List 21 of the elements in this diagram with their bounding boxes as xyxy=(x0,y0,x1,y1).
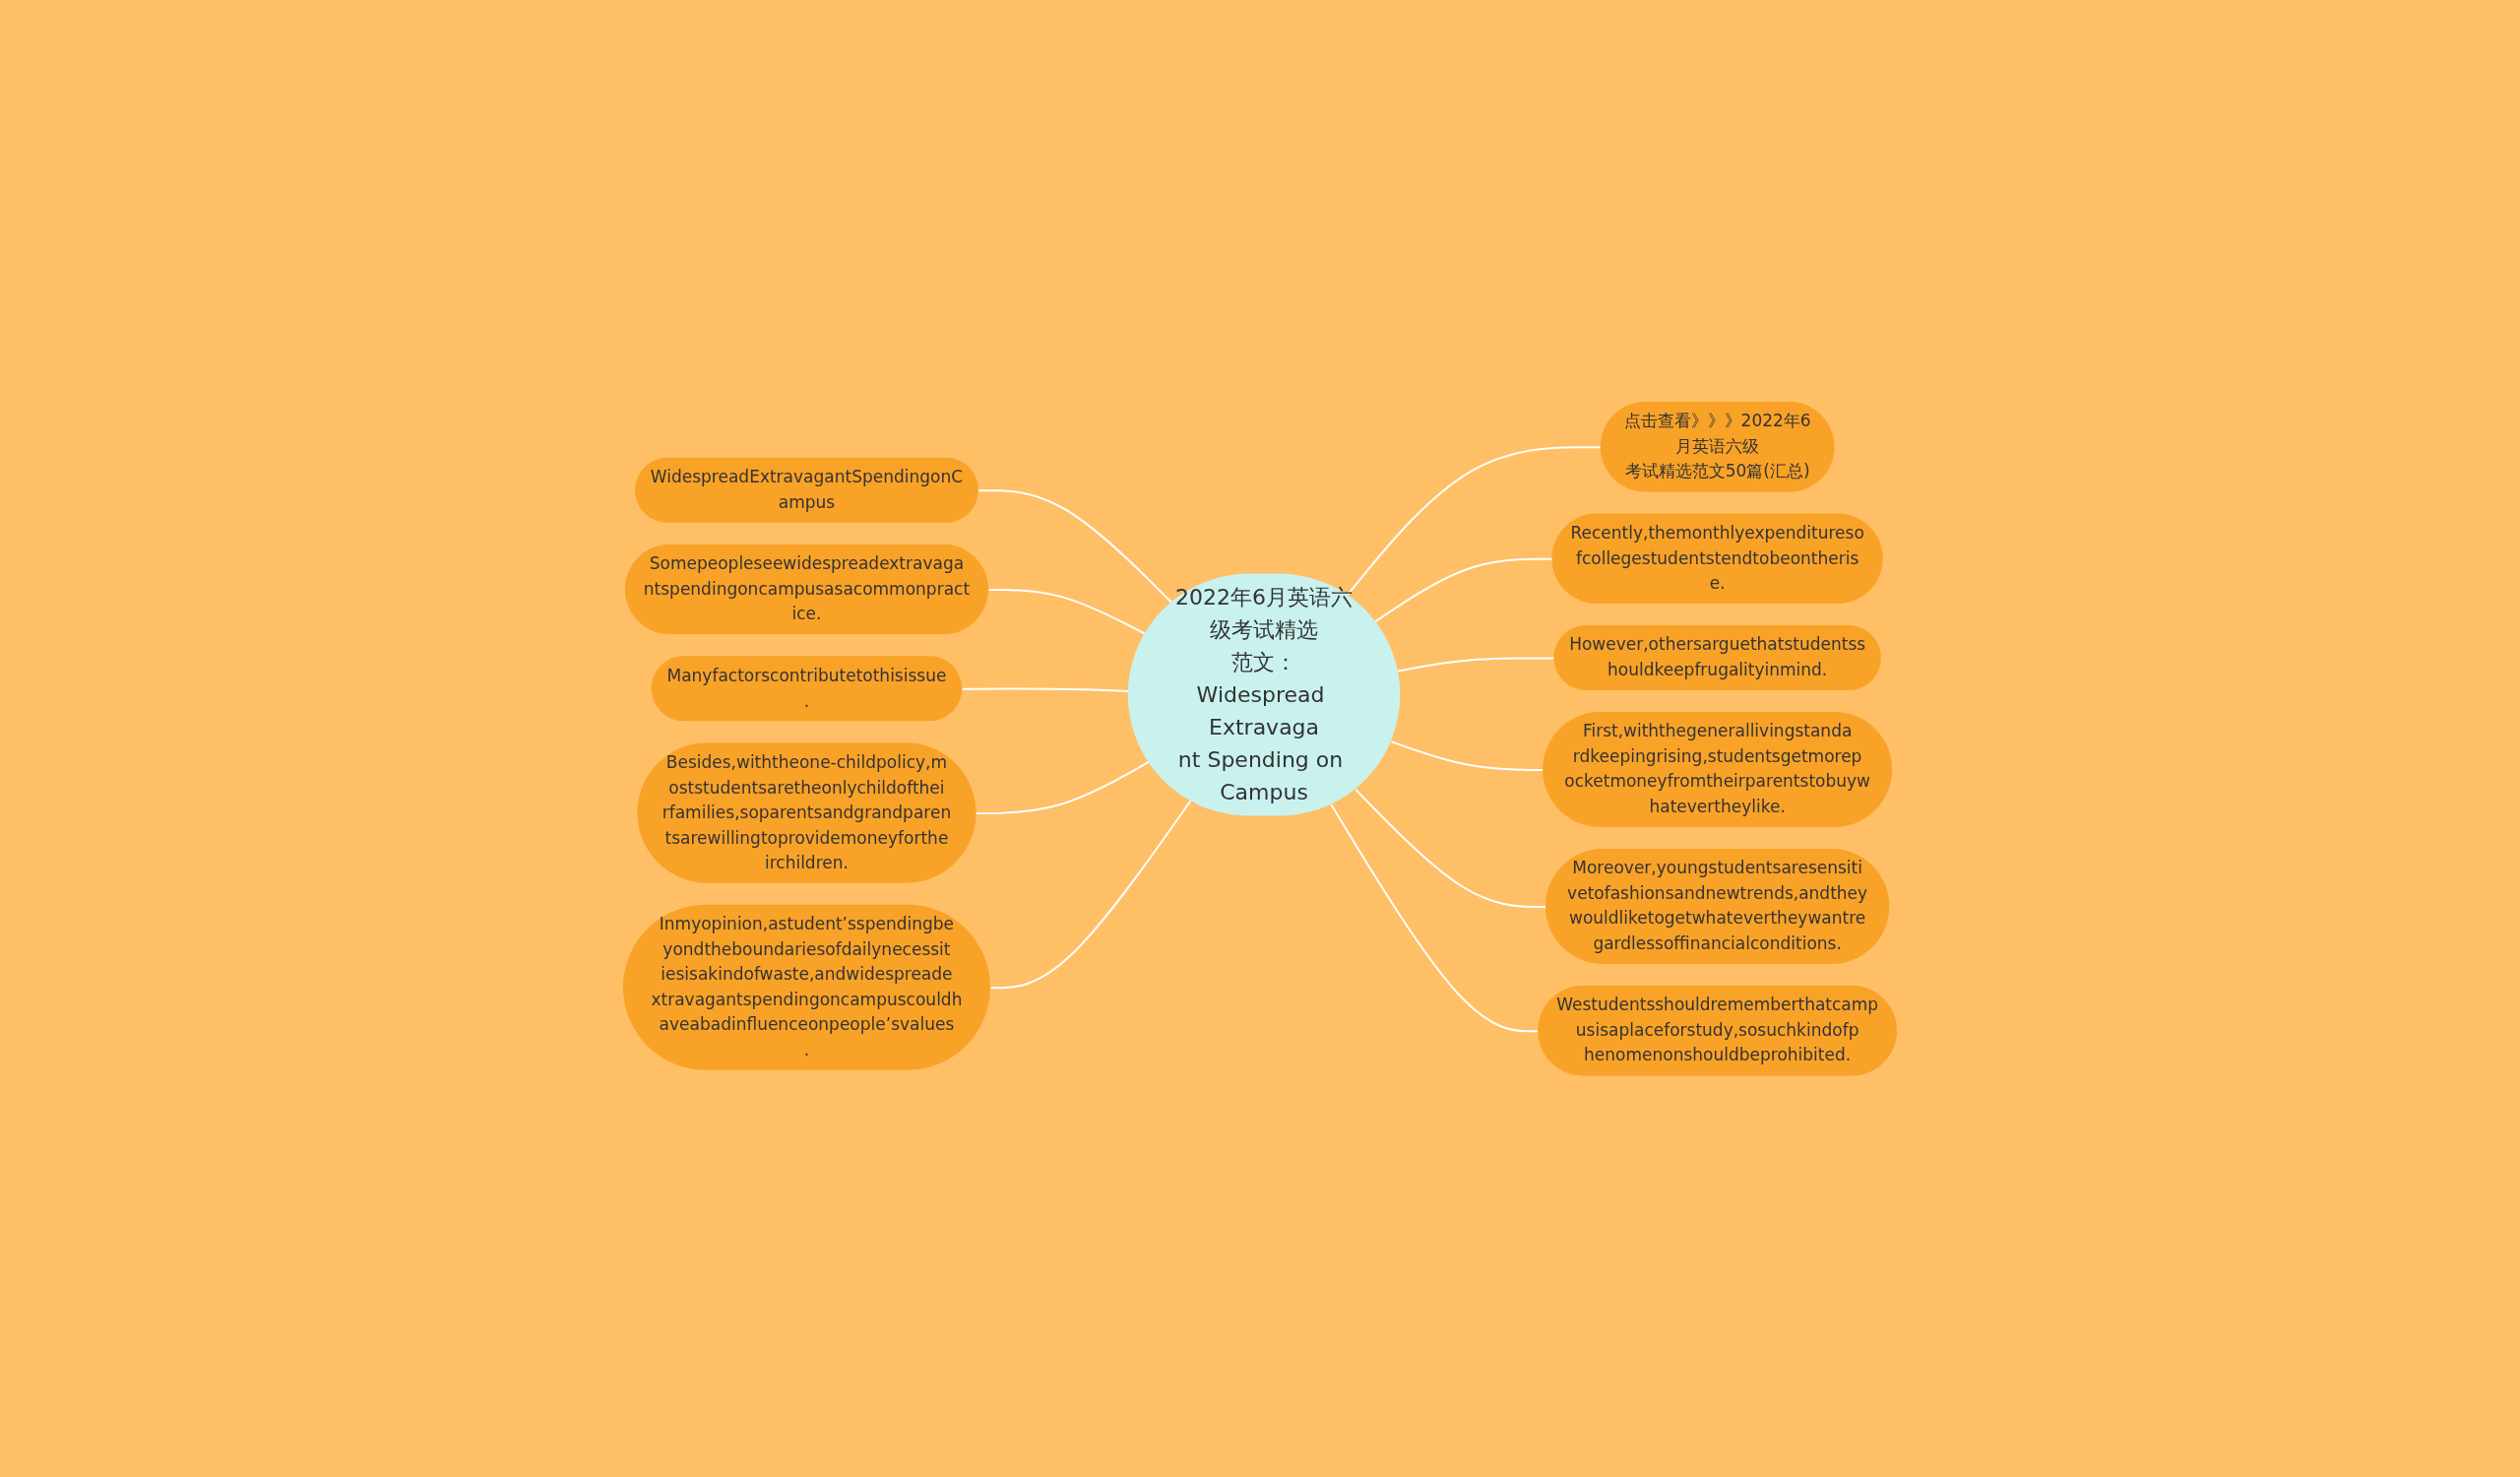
connector xyxy=(1397,657,1555,673)
connector xyxy=(1330,803,1540,1032)
connector xyxy=(961,687,1130,692)
connector xyxy=(1390,739,1544,771)
connector xyxy=(989,800,1192,989)
node-box: First,withthegenerallivingstandardkeepingrising,studentsgetmorepocketmoneyfromtheirparentstobuywhatevertheylike. xyxy=(1543,711,1893,827)
node-box: Westudentsshouldrememberthatcampusisaplaceforstudy,sosuchkindofphenomenonshouldbeprohibited. xyxy=(1538,985,1897,1076)
node-box: Besides,withtheone-childpolicy,moststudentsaretheonlychildoftheirfamilies,soparentsandgrandparentsarewillingtoprovidemoneyfortheirchildren. xyxy=(637,742,976,883)
node-box: Inmyopinion,astudent’sspendingbeyondtheboundariesofdailynecessitiesisakindofwaste,andwidespreadextravagantspendingoncampuscouldhaveabadinfluenceonpeople’svalues. xyxy=(623,904,990,1070)
node-box: Somepeopleseewidespreadextravagantspendingoncampusasacommonpractice. xyxy=(624,544,988,634)
node-box: Manyfactorscontributetothisissue. xyxy=(651,656,963,721)
connector xyxy=(1354,788,1547,908)
node-box: However,othersarguethatstudentsshouldkeepfrugalityinmind. xyxy=(1553,624,1881,690)
node-box: 点击查看》》》2022年6月英语六级考试精选范文50篇(汇总) xyxy=(1600,401,1835,492)
connector xyxy=(975,760,1150,814)
node-ellipse: 2022年6月英语六级考试精选范文：Widespread Extravagant Spending on Campus xyxy=(1127,573,1401,816)
node-box: WidespreadExtravagantSpendingonCampus xyxy=(635,457,978,523)
connector xyxy=(977,488,1173,604)
node-box: Moreover,youngstudentsaresensitivetofashionsandnewtrends,andtheywouldliketogetwhatevertheywantregardlessoffinancialconditions. xyxy=(1545,848,1890,964)
connector xyxy=(987,588,1147,635)
node-box: Recently,themonthlyexpendituresofcollegestudentstendtobeontherise. xyxy=(1551,513,1883,604)
